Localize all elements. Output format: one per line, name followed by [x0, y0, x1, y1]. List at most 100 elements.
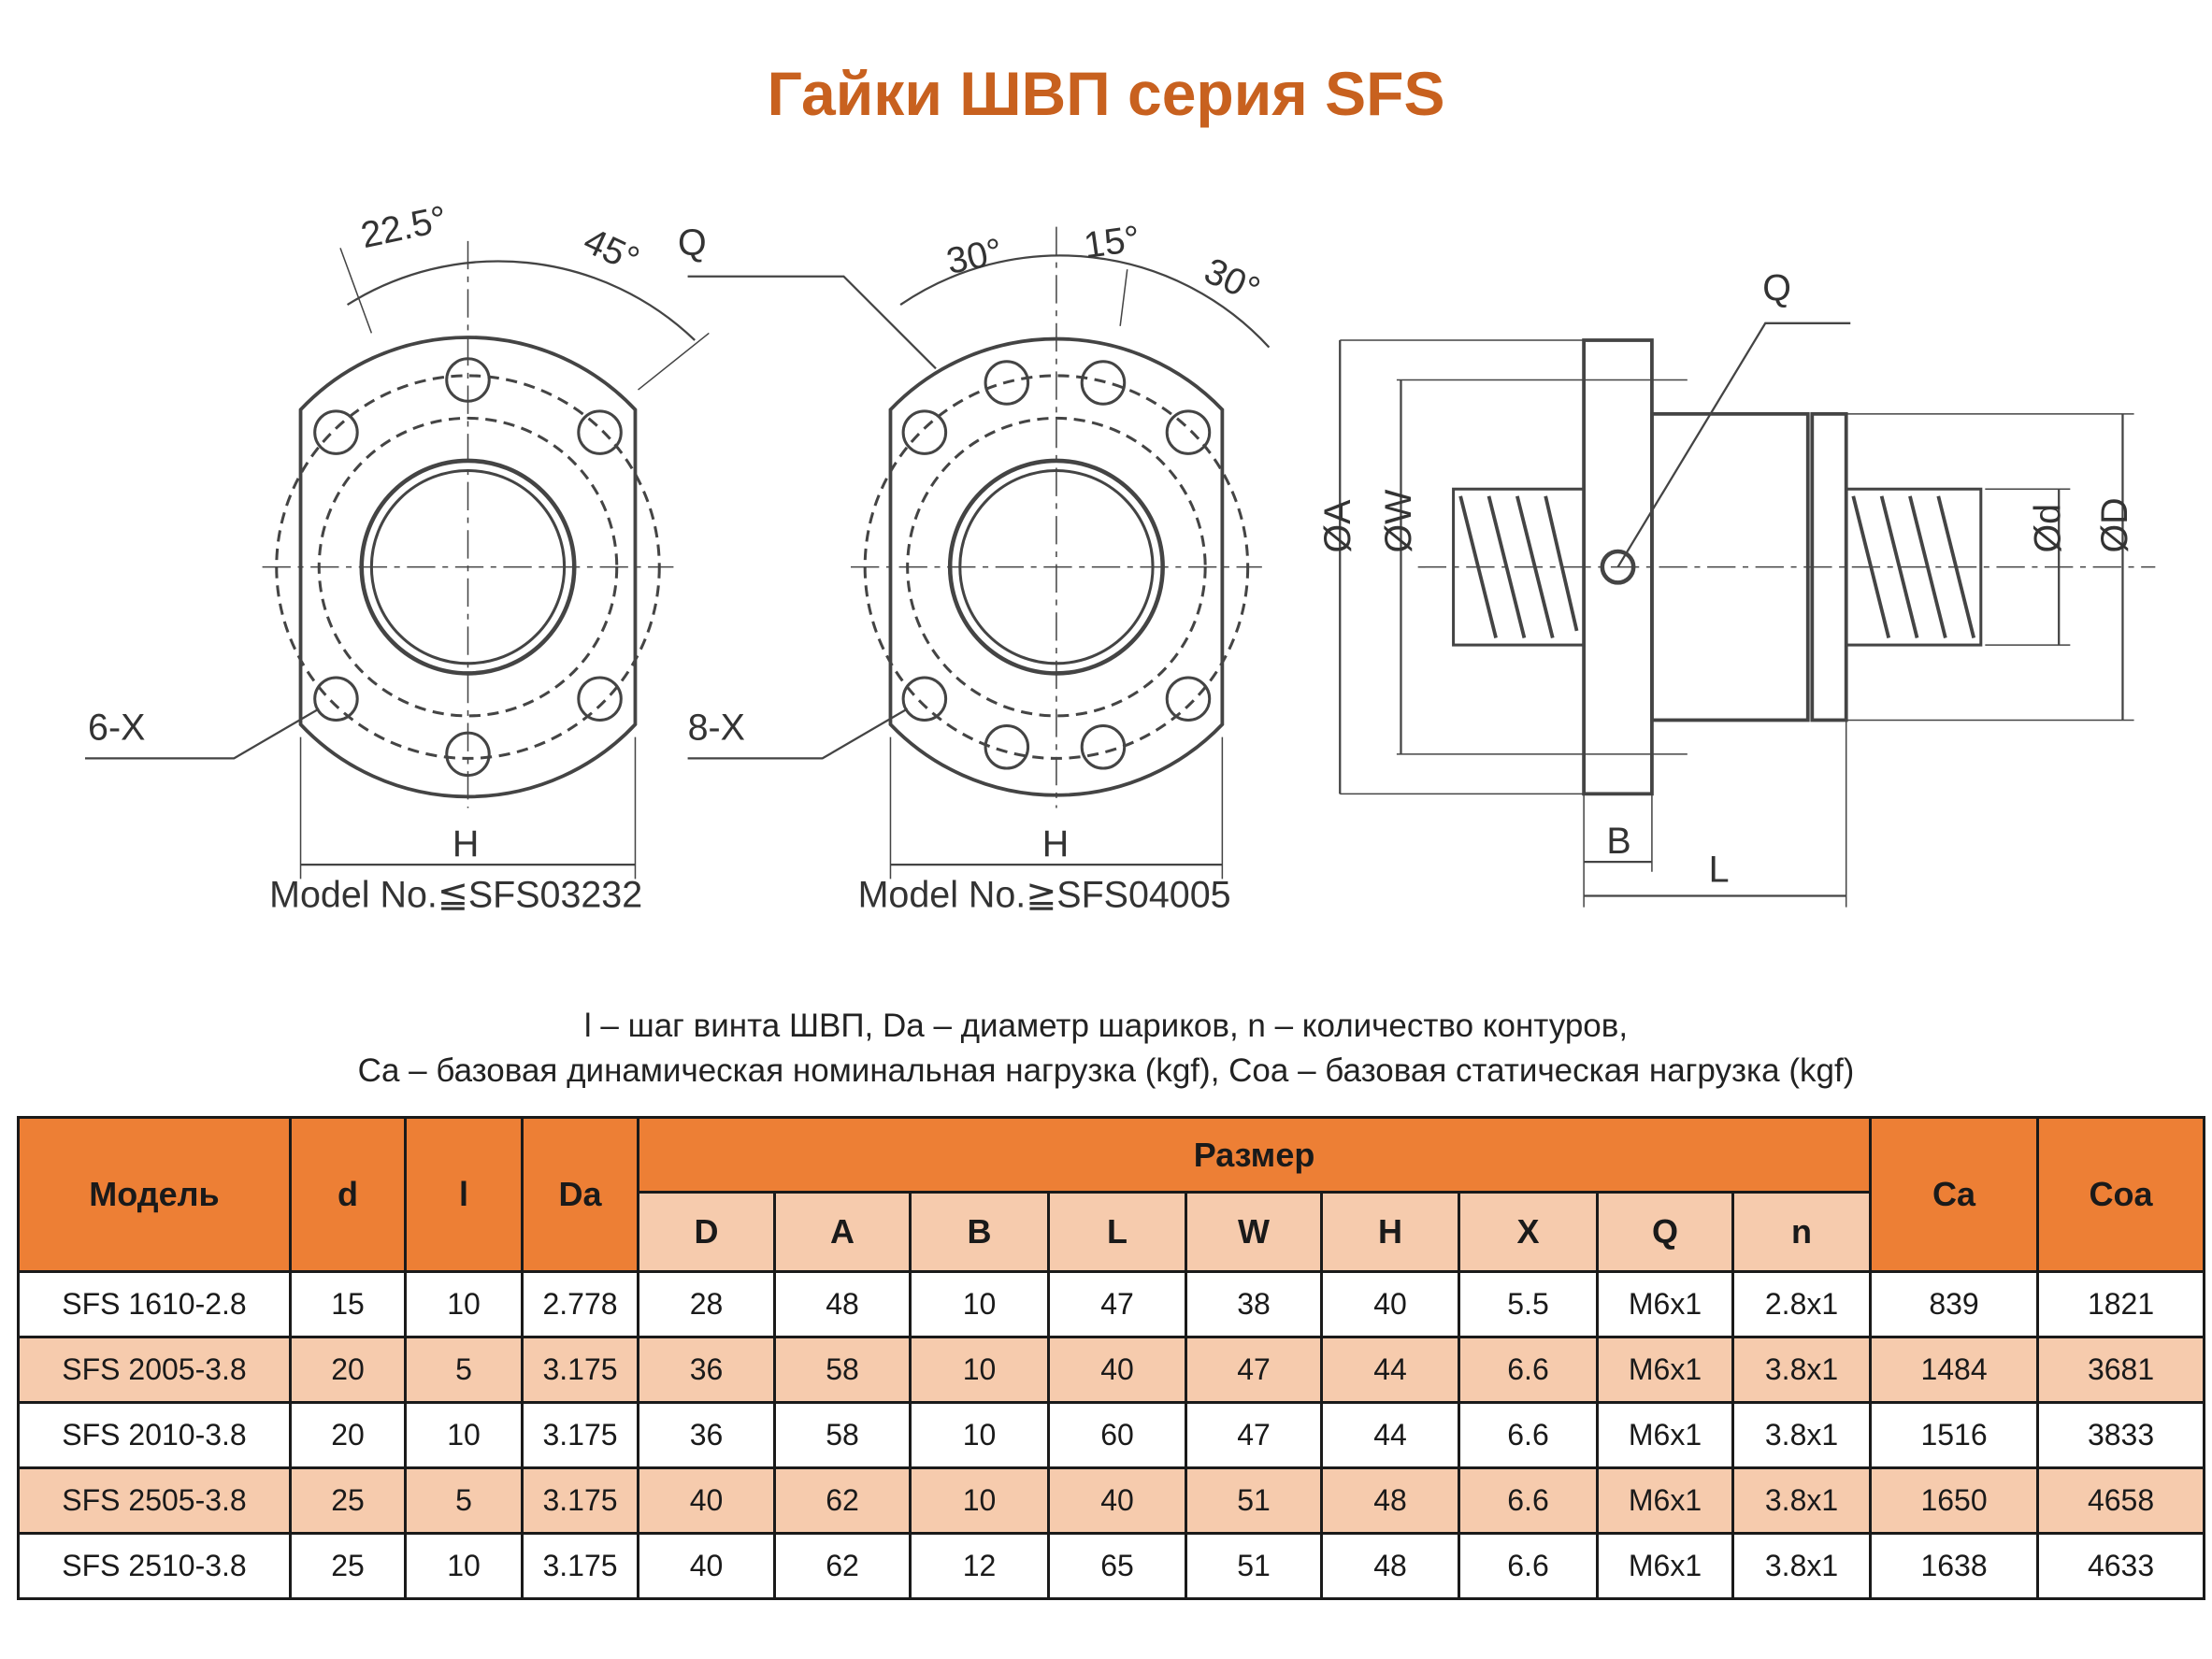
table-cell: 25 [289, 1532, 407, 1600]
table-cell: 5.5 [1458, 1270, 1599, 1338]
table-cell: M6x1 [1596, 1466, 1734, 1535]
table-cell: 3833 [2036, 1401, 2206, 1469]
table-cell: 48 [1320, 1466, 1460, 1535]
table-cell: 47 [1047, 1270, 1187, 1338]
dimension-label: ØW [1378, 489, 1419, 553]
table-cell: 62 [773, 1466, 912, 1535]
table-cell: 2.8x1 [1731, 1270, 1873, 1338]
table-cell: SFS 2005-3.8 [17, 1336, 292, 1404]
table-cell: 4633 [2036, 1532, 2206, 1600]
table-cell: 40 [1047, 1336, 1187, 1404]
table-cell: 20 [289, 1401, 407, 1469]
table-cell: M6x1 [1596, 1401, 1734, 1469]
table-cell: 40 [1320, 1270, 1460, 1338]
table-cell: 38 [1185, 1270, 1323, 1338]
table-cell: M6x1 [1596, 1336, 1734, 1404]
nut-side-view [1339, 322, 2156, 908]
table-cell: 48 [773, 1270, 912, 1338]
table-cell: 60 [1047, 1401, 1187, 1469]
dimension-label: L [1709, 849, 1730, 890]
table-cell: 3.175 [521, 1401, 639, 1469]
table-cell: 1638 [1869, 1532, 2040, 1600]
dimension-label: ØA [1317, 499, 1358, 553]
table-cell: 15 [289, 1270, 407, 1338]
table-cell: 3.175 [521, 1532, 639, 1600]
table-cell: M6x1 [1596, 1532, 1734, 1600]
table-cell: 20 [289, 1336, 407, 1404]
table-cell: 4658 [2036, 1466, 2206, 1535]
table-cell: 10 [909, 1270, 1050, 1338]
table-cell: 58 [773, 1336, 912, 1404]
table-cell: 28 [637, 1270, 776, 1338]
model-range-label: Model No.≦SFS03232 [269, 875, 642, 916]
table-cell: 839 [1869, 1270, 2040, 1338]
table-cell: 10 [909, 1466, 1050, 1535]
angle-label: 15° [1082, 218, 1142, 266]
table-cell: 36 [637, 1401, 776, 1469]
h-dimension-label: H [1042, 823, 1069, 865]
flange-front-view-6-hole [85, 240, 710, 880]
table-cell: 6.6 [1458, 1401, 1599, 1469]
dimension-label: ØD [2094, 497, 2135, 552]
holes-label: 6-X [88, 708, 145, 749]
dimension-label: B [1606, 821, 1630, 862]
page-title: Гайки ШВП серия SFS [767, 59, 1445, 128]
table-cell: 48 [1320, 1532, 1460, 1600]
header-size-h: H [1320, 1191, 1460, 1273]
table-cell: 51 [1185, 1532, 1323, 1600]
table-cell: 3681 [2036, 1336, 2206, 1404]
table-cell: 47 [1185, 1336, 1323, 1404]
header-size-x: X [1458, 1191, 1599, 1273]
table-cell: 10 [404, 1270, 524, 1338]
table-cell: 3.8x1 [1731, 1401, 1873, 1469]
table-cell: 3.175 [521, 1336, 639, 1404]
table-cell: 3.8x1 [1731, 1336, 1873, 1404]
header-size-n: n [1731, 1191, 1873, 1273]
table-cell: 3.175 [521, 1466, 639, 1535]
table-cell: 44 [1320, 1336, 1460, 1404]
header-l: l [404, 1116, 524, 1273]
header-coa: Coa [2036, 1116, 2206, 1273]
legend-line-2: Ca – базовая динамическая номинальная на… [357, 1052, 1855, 1089]
model-range-label: Model No.≧SFS04005 [858, 875, 1231, 916]
table-cell: 6.6 [1458, 1532, 1599, 1600]
table-cell: SFS 1610-2.8 [17, 1270, 292, 1338]
table-cell: 65 [1047, 1532, 1187, 1600]
table-cell: 1484 [1869, 1336, 2040, 1404]
q-label: Q [678, 222, 707, 264]
table-cell: 10 [404, 1532, 524, 1600]
header-size-a: A [773, 1191, 912, 1273]
table-cell: 58 [773, 1401, 912, 1469]
angle-label: 30° [943, 231, 1006, 282]
table-cell: 10 [404, 1401, 524, 1469]
table-cell: 40 [1047, 1466, 1187, 1535]
angle-label: 45° [578, 220, 646, 280]
table-cell: SFS 2010-3.8 [17, 1401, 292, 1469]
table-cell: 5 [404, 1466, 524, 1535]
header-d: d [289, 1116, 407, 1273]
table-cell: 5 [404, 1336, 524, 1404]
header-ca: Ca [1869, 1116, 2040, 1273]
table-cell: 3.8x1 [1731, 1532, 1873, 1600]
angle-label: 30° [1199, 250, 1267, 311]
header-size-l: L [1047, 1191, 1187, 1273]
table-cell: 6.6 [1458, 1336, 1599, 1404]
legend-line-1: l – шаг винта ШВП, Da – диаметр шариков,… [583, 1008, 1629, 1044]
table-cell: SFS 2510-3.8 [17, 1532, 292, 1600]
table-cell: 40 [637, 1532, 776, 1600]
dimension-label: Ød [2028, 504, 2069, 553]
table-cell: 40 [637, 1466, 776, 1535]
holes-label: 8-X [688, 708, 745, 749]
header-size-d: D [637, 1191, 776, 1273]
technical-drawing: 22.5° 45° Q 30° 15° 30° Q 6-X 8-X H H Mo… [85, 198, 2156, 916]
header-da: Da [521, 1116, 639, 1273]
table-cell: 44 [1320, 1401, 1460, 1469]
h-dimension-label: H [452, 823, 479, 865]
table-cell: 36 [637, 1336, 776, 1404]
table-cell: 1821 [2036, 1270, 2206, 1338]
